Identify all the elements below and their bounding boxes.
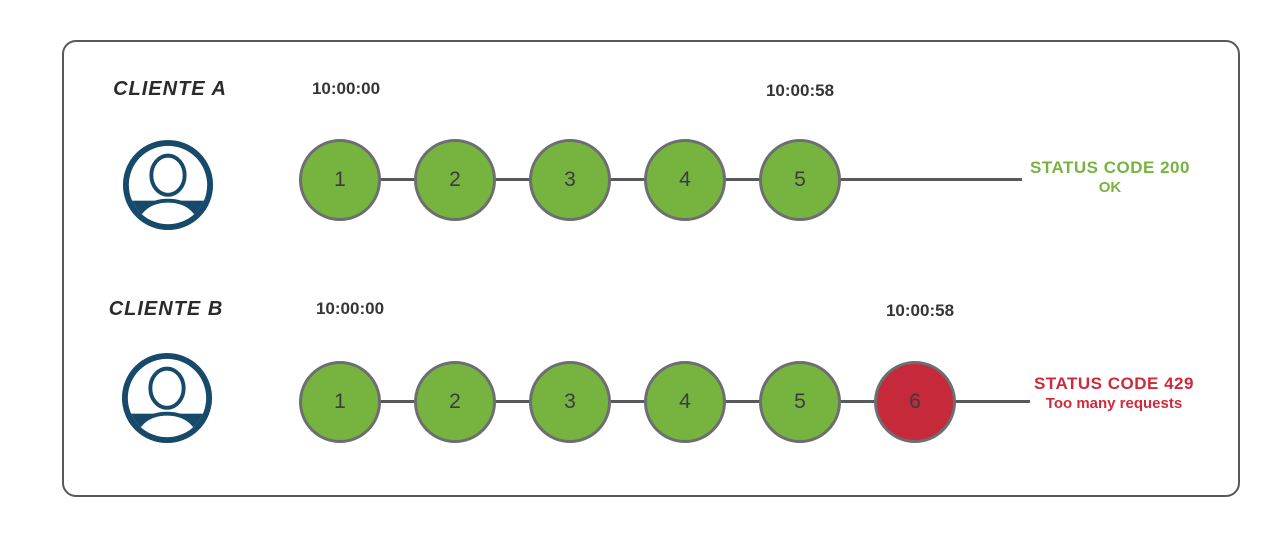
user-avatar-icon xyxy=(122,139,214,231)
start-timestamp: 10:00:00 xyxy=(311,79,381,98)
end-timestamp: 10:00:58 xyxy=(885,301,955,320)
request-circle: 2 xyxy=(414,139,496,221)
request-circle-blocked: 6 xyxy=(874,361,956,443)
client-b-label: CLIENTE B xyxy=(108,298,224,320)
start-timestamp: 10:00:00 xyxy=(315,299,385,318)
status-label: STATUS CODE 200 OK xyxy=(1028,158,1192,197)
request-circle: 1 xyxy=(299,139,381,221)
user-avatar-icon xyxy=(121,352,213,444)
status-detail-text: OK xyxy=(1098,179,1122,196)
client-a-label: CLIENTE A xyxy=(113,78,227,100)
diagram-border-box xyxy=(62,40,1240,497)
status-label: STATUS CODE 429 Too many requests xyxy=(1028,374,1200,413)
request-circle: 5 xyxy=(759,139,841,221)
request-circle: 4 xyxy=(644,139,726,221)
request-circle: 2 xyxy=(414,361,496,443)
status-code-text: STATUS CODE 429 xyxy=(1034,374,1194,393)
request-circle: 3 xyxy=(529,139,611,221)
status-code-text: STATUS CODE 200 xyxy=(1030,158,1190,177)
request-circle: 4 xyxy=(644,361,726,443)
request-circle: 1 xyxy=(299,361,381,443)
end-timestamp: 10:00:58 xyxy=(765,81,835,100)
request-circle: 3 xyxy=(529,361,611,443)
status-detail-text: Too many requests xyxy=(1045,395,1183,412)
request-circle: 5 xyxy=(759,361,841,443)
